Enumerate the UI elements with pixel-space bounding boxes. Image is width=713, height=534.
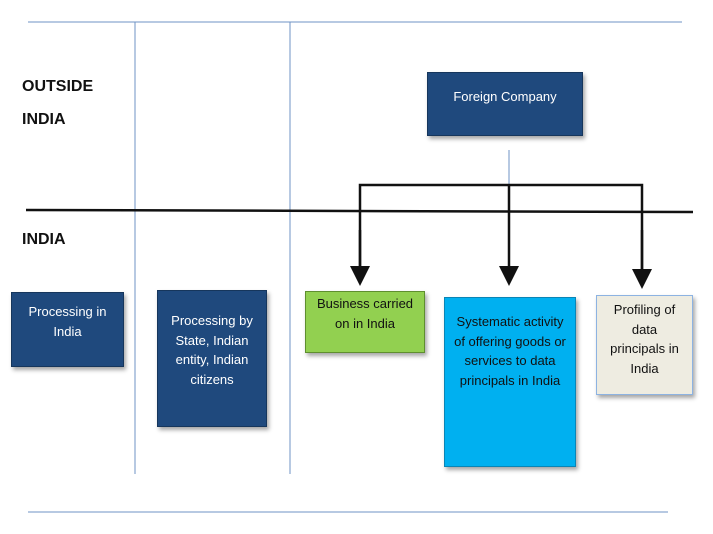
india-label: INDIA: [22, 231, 66, 248]
foreign-company-label: Foreign Company: [453, 89, 557, 104]
profiling-box: Profiling of data principals in India: [596, 295, 693, 395]
bracket-connector: [358, 183, 644, 276]
foreign-company-box: Foreign Company: [427, 72, 583, 136]
profiling-label: Profiling of data principals in India: [610, 302, 679, 376]
processing-by-state-label: Processing by State, Indian entity, Indi…: [171, 313, 253, 387]
business-carried-on-label: Business carried on in India: [316, 296, 414, 331]
systematic-activity-box: Systematic activity of offering goods or…: [444, 297, 576, 467]
outside-india-label: OUTSIDE INDIA: [22, 78, 94, 128]
processing-in-india-label: Processing in India: [28, 304, 107, 339]
systematic-activity-label: Systematic activity of offering goods or…: [454, 314, 566, 388]
business-carried-on-box: Business carried on in India: [305, 291, 425, 353]
processing-by-state-box: Processing by State, Indian entity, Indi…: [157, 290, 267, 427]
processing-in-india-box: Processing in India: [11, 292, 124, 367]
